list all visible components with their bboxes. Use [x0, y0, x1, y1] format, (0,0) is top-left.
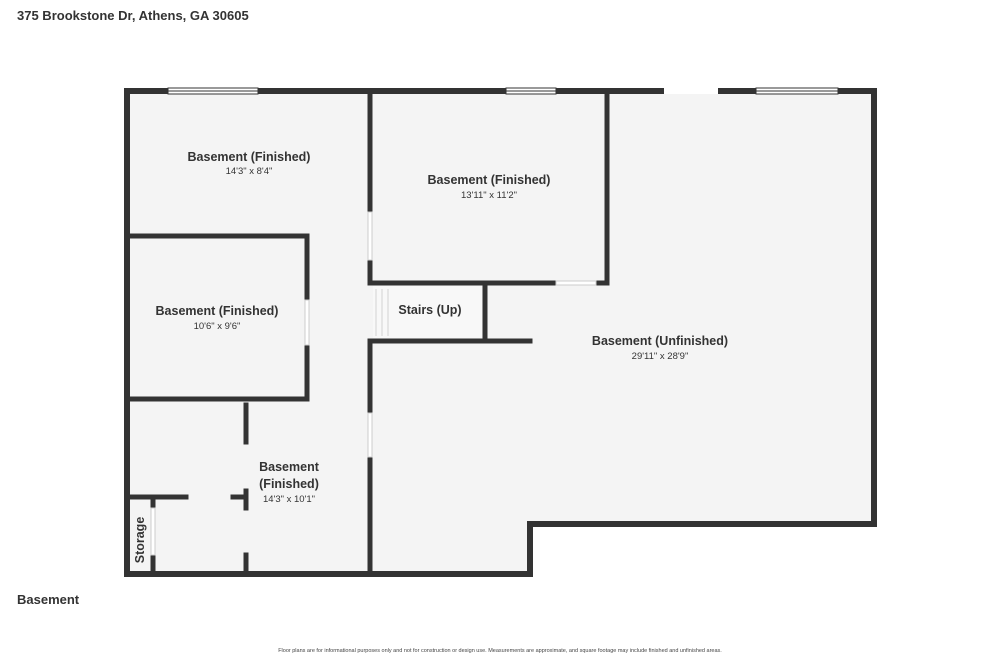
stairs-area [373, 286, 482, 338]
floor-label: Basement [17, 592, 80, 607]
room-dims-unfinished: 29'11" x 28'9" [632, 351, 689, 362]
room-label-finished-top-middle: Basement (Finished) [428, 173, 551, 187]
room-label-finished-bottom-line2: (Finished) [259, 477, 319, 491]
room-label-unfinished: Basement (Unfinished) [592, 334, 728, 348]
room-label-storage: Storage [133, 517, 147, 564]
room-dims-finished-bottom: 14'3" x 10'1" [263, 494, 315, 505]
room-label-finished-left-middle: Basement (Finished) [156, 304, 279, 318]
exterior-walls [124, 88, 877, 577]
openings [150, 211, 597, 556]
windows [167, 87, 839, 95]
room-dims-finished-top-left: 14'3" x 8'4" [226, 166, 273, 177]
floor-area [127, 91, 874, 574]
property-address: 375 Brookstone Dr, Athens, GA 30605 [17, 8, 249, 23]
room-label-stairs: Stairs (Up) [398, 303, 461, 317]
disclaimer: Floor plans are for informational purpos… [278, 648, 722, 654]
room-dims-finished-top-middle: 13'11" x 11'2" [461, 190, 517, 201]
stairs-treads [375, 289, 389, 336]
room-dims-finished-left-middle: 10'6" x 9'6" [194, 321, 241, 332]
room-label-finished-bottom-line1: Basement [259, 460, 320, 474]
interior-walls [124, 88, 610, 577]
room-label-finished-top-left: Basement (Finished) [188, 150, 311, 164]
